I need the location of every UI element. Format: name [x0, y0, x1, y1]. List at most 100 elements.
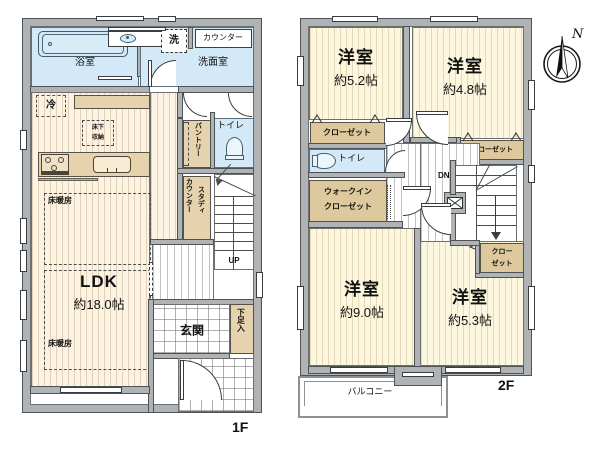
floor-2-tag: 2F [498, 377, 515, 393]
toilet-tank-icon-2f [312, 155, 318, 167]
hall-floor-1f [152, 244, 214, 300]
window-2f-right-2 [528, 286, 535, 330]
toilet-bottom-wall-1f [177, 168, 254, 174]
window-top-washroom [158, 16, 176, 22]
toilet-bottom-wall-2f [308, 172, 405, 178]
closet-open-marks-1 [311, 114, 381, 123]
entrance-label: 玄関 [179, 323, 205, 338]
window-left-2 [20, 218, 27, 244]
window-left-1 [20, 130, 27, 150]
front-door-leaf[interactable] [180, 360, 184, 400]
stair-step-2 [215, 205, 253, 206]
room-5-2-area: 約5.2帖 [333, 73, 379, 89]
room-4-8-label: 洋室 [447, 57, 483, 77]
stair-dn-label: DN [438, 171, 450, 180]
ldk-label: LDK [80, 272, 118, 292]
room-9-0 [309, 228, 415, 366]
door-leaf-room-5-3[interactable] [421, 203, 451, 207]
stair-step-4 [215, 223, 253, 224]
cooktop-burner-1 [45, 157, 51, 163]
refrigerator-label: 冷 [46, 99, 56, 111]
door-leaf-room-5-2[interactable] [386, 118, 412, 122]
walk-in-closet-opening[interactable] [387, 185, 391, 219]
kitchen-sink-drain [107, 168, 117, 173]
washroom-door-leaf[interactable] [148, 60, 152, 87]
window-2f-left-2 [297, 286, 304, 330]
floor-2-plan: 洋室 約5.2帖 クローゼット 洋室 約4.8帖 クローゼット [290, 0, 600, 450]
door-leaf-room-9-0[interactable] [403, 186, 431, 190]
window-2f-right-1 [528, 80, 535, 110]
closet-open-marks-2 [462, 132, 522, 141]
counter-box [195, 29, 252, 48]
shoe-cabinet-label: 下足入 [236, 308, 246, 332]
window-left-3 [20, 250, 27, 272]
room-5-2 [309, 27, 403, 120]
stair2-step-3 [476, 195, 516, 196]
stair-step-7 [215, 250, 253, 251]
room-4-8-area: 約4.8帖 [442, 82, 488, 98]
closet-small-label2: ゼット [491, 260, 513, 268]
washroom-label: 洗面室 [198, 56, 228, 68]
window-top-bath [96, 16, 144, 21]
window-2f-bottom-1 [330, 367, 388, 373]
stair-step-5 [215, 232, 253, 233]
vanity-counter-icon [108, 31, 166, 47]
study-counter-label2: スタディ [197, 186, 205, 214]
ldk-hall-strip [150, 92, 178, 244]
stair-step-6 [215, 241, 253, 242]
cooktop-burner-3 [51, 165, 57, 171]
closet-room-5-2-label: クローゼット [323, 127, 371, 137]
washer-space [161, 29, 187, 53]
window-2f-left-1 [297, 56, 304, 86]
pantry-shelf-dash [183, 122, 189, 166]
bathtub-drain-icon [48, 42, 52, 46]
stair2-step-4 [476, 205, 516, 206]
window-2f-bottom-2 [445, 367, 501, 373]
walk-in-closet-label: ウォークイン [324, 186, 372, 196]
room-5-3-area: 約5.3帖 [447, 313, 493, 329]
underfloor-storage-label2: 収納 [91, 134, 105, 141]
stair2-down-arrow-head [491, 232, 501, 240]
compass-rose: N [534, 26, 590, 90]
island-front-edge [38, 178, 98, 181]
window-bottom-ldk [60, 387, 122, 393]
refrigerator-space [36, 95, 66, 117]
window-left-5 [20, 340, 27, 372]
stair2-step-5 [476, 215, 516, 216]
balcony-rail-mark [402, 372, 434, 377]
closet-room-4-8-label: クローゼット [471, 146, 513, 154]
closet-small-label: クロー [491, 248, 513, 256]
room-5-3-label: 洋室 [452, 288, 488, 308]
study-counter-label: カウンター [185, 178, 193, 213]
washroom-post [188, 27, 193, 49]
toilet-label-2f: トイレ [338, 153, 366, 163]
bathroom-door[interactable] [98, 76, 132, 80]
hall-top-wall [150, 239, 214, 245]
window-2f-top-1 [332, 16, 378, 22]
window-2f-right-3 [528, 165, 535, 183]
door-leaf-room-4-8[interactable] [416, 111, 448, 115]
closet-small-room-5-3 [480, 243, 524, 273]
floor-1-tag: 1F [232, 419, 249, 435]
room-4-8 [412, 27, 524, 139]
cooktop-burner-2 [58, 157, 64, 163]
wet-zone-bottom-wall-right [178, 86, 254, 93]
wic-bottom-wall [308, 221, 403, 228]
stair-left-wall-2f [450, 160, 456, 195]
room-9-0-label: 洋室 [344, 280, 380, 300]
window-left-4 [20, 290, 27, 320]
underfloor-storage-box [82, 120, 114, 146]
kitchen-back-counter [74, 95, 150, 109]
ldk-area-label: 約18.0帖 [73, 297, 125, 313]
ldk-sliding-door[interactable] [149, 262, 153, 296]
balcony-inner-line [304, 381, 442, 406]
toilet-label-1f: トイレ [217, 120, 245, 130]
window-2f-top-2 [430, 16, 478, 22]
room-9-0-area: 約9.0帖 [339, 305, 385, 321]
stair-rail [233, 196, 234, 270]
study-counter-box [183, 176, 211, 244]
stair2-down-arrow-line [495, 196, 496, 234]
stair2-vertical-rail [476, 165, 477, 243]
toilet-left-wall-1f [210, 112, 215, 170]
